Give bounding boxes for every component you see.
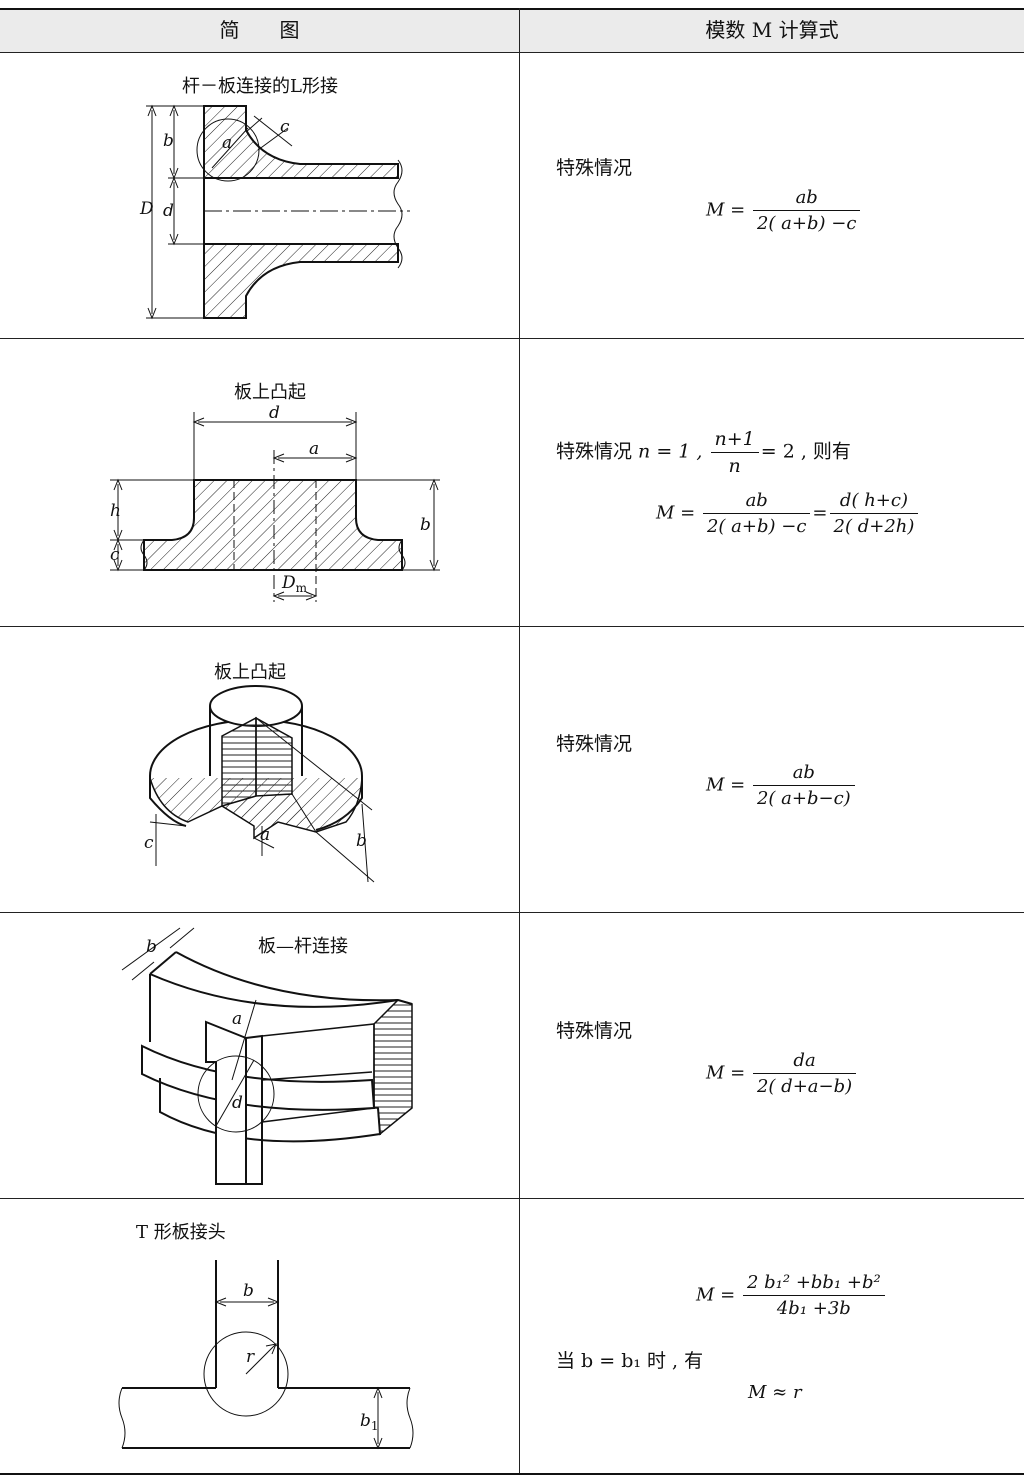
denominator: 2( d+2h): [829, 513, 919, 537]
label-c: c: [280, 117, 290, 137]
row3-case: 特殊情况: [556, 733, 633, 755]
row5-case: 当 b = b₁ 时 , 有: [556, 1350, 704, 1372]
label-d: d: [269, 403, 280, 423]
label-b: b: [163, 131, 174, 151]
row3-diagram: c a b: [144, 685, 375, 883]
row4-formula: M = da 2( d+a−b): [706, 1050, 858, 1097]
row5-title: T 形板接头: [136, 1222, 226, 1243]
fraction: da 2( d+a−b): [752, 1050, 857, 1097]
table-bottom-rule: [0, 1473, 1024, 1475]
row2-diagram: d a h c b Dm: [110, 403, 440, 602]
row3-formula: M = ab 2( a+b−c): [706, 762, 857, 809]
label-b: b: [356, 831, 367, 851]
table-top-rule: [0, 8, 1024, 10]
label-d: d: [232, 1093, 243, 1113]
numerator: da: [793, 1050, 816, 1071]
equals: =: [812, 502, 828, 524]
row4-case: 特殊情况: [556, 1020, 633, 1042]
row5-diagram: b r b1: [118, 1260, 414, 1450]
fraction: ab 2( a+b) −c: [702, 490, 811, 537]
denominator: 2( a+b−c): [752, 785, 855, 809]
label-b: b: [243, 1281, 254, 1301]
label-a: a: [232, 1009, 242, 1029]
case-text: 特殊情况: [556, 440, 639, 463]
formula-lhs: M =: [706, 199, 746, 221]
formula-lhs: M =: [706, 774, 746, 796]
label-a: a: [222, 133, 232, 153]
label-b1: b1: [360, 1411, 379, 1433]
n-eq: n = 1 ,: [638, 440, 703, 463]
header-diagram: 简 图: [219, 18, 300, 42]
fraction: ab 2( a+b−c): [752, 762, 855, 809]
label-h: h: [110, 501, 121, 521]
denominator: n: [710, 452, 759, 477]
fraction: 2 b₁² +bb₁ +b² 4b₁ +3b: [742, 1272, 885, 1319]
header-bottom-rule: [0, 52, 1024, 53]
denominator: 4b₁ +3b: [742, 1295, 885, 1319]
label-c: c: [144, 833, 154, 853]
row2-case: 特殊情况 n = 1 , n+1 n = 2 , 则有: [556, 428, 851, 477]
numerator: ab: [795, 187, 818, 208]
row2-title: 板上凸起: [234, 382, 306, 403]
column-divider: [519, 8, 520, 1473]
formula-lhs: M =: [706, 1062, 746, 1084]
row5-result: M ≈ r: [748, 1382, 802, 1403]
row1-diagram: D b d a c: [139, 104, 410, 320]
denominator: 2( d+a−b): [752, 1073, 857, 1097]
numerator: ab: [792, 762, 815, 783]
label-d: d: [163, 201, 174, 221]
formula-lhs: M =: [656, 502, 696, 524]
numerator: d( h+c): [839, 490, 908, 511]
row1-title: 杆－板连接的L形接: [182, 76, 338, 97]
row4-diagram: b a d: [121, 927, 413, 1185]
denominator: 2( a+b) −c: [702, 513, 811, 537]
label-D: D: [139, 199, 154, 219]
row-divider: [0, 1198, 1024, 1199]
numerator: 2 b₁² +bb₁ +b²: [746, 1272, 881, 1293]
row3-title: 板上凸起: [214, 662, 286, 683]
header-formula: 模数 M 计算式: [705, 18, 839, 42]
table-header: [0, 8, 1024, 52]
fraction: n+1 n: [710, 428, 759, 477]
row-divider: [0, 338, 1024, 339]
row-divider: [0, 626, 1024, 627]
row-divider: [0, 912, 1024, 913]
fraction: d( h+c) 2( d+2h): [829, 490, 919, 537]
row5-formula: M = 2 b₁² +bb₁ +b² 4b₁ +3b: [696, 1272, 887, 1319]
numerator: n+1: [714, 428, 755, 450]
formula-lhs: M =: [696, 1284, 736, 1306]
label-c: c: [110, 545, 120, 565]
numerator: ab: [745, 490, 768, 511]
label-a: a: [309, 439, 319, 459]
fraction: ab 2( a+b) −c: [752, 187, 861, 234]
label-Dm: Dm: [281, 573, 308, 595]
row1-case: 特殊情况: [556, 157, 633, 179]
row1-formula: M = ab 2( a+b) −c: [706, 187, 862, 234]
label-b: b: [420, 515, 431, 535]
row2-formula: M = ab 2( a+b) −c = d( h+c) 2( d+2h): [656, 490, 920, 537]
row4-title: 板—杆连接: [258, 936, 348, 957]
denominator: 2( a+b) −c: [752, 210, 861, 234]
label-b: b: [146, 937, 157, 957]
label-a: a: [260, 825, 270, 845]
case-after: = 2 , 则有: [760, 440, 851, 463]
label-r: r: [246, 1347, 255, 1367]
